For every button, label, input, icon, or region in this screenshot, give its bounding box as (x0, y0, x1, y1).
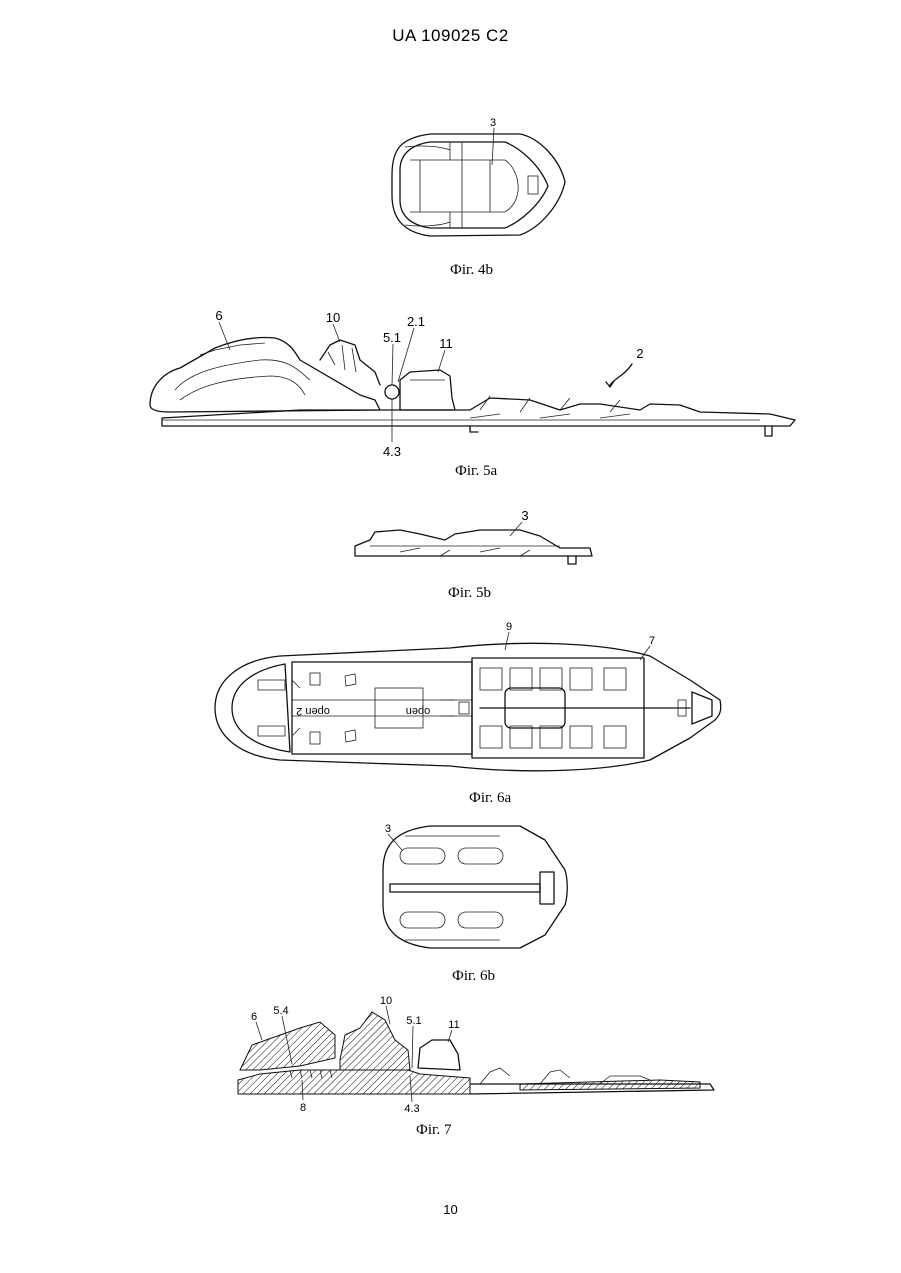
fig7-label-5-1: 5.1 (406, 1015, 421, 1027)
figure-4b-drawing (392, 128, 565, 236)
fig6b-caption: Фіг. 6b (452, 968, 495, 985)
figure-5b-drawing (355, 522, 592, 564)
fig5a-label-6: 6 (215, 308, 222, 323)
fig5a-label-11: 11 (439, 336, 453, 351)
fig5a-label-10: 10 (326, 310, 340, 325)
fig5a-label-2-1: 2.1 (407, 314, 425, 329)
fig6a-inscription-open-2: open 2 (296, 705, 330, 717)
fig5a-label-2: 2 (636, 346, 643, 361)
fig7-label-5-4: 5.4 (273, 1005, 288, 1017)
fig6a-caption: Фіг. 6a (469, 790, 511, 807)
fig6a-inscription-open: open (406, 705, 430, 717)
figure-6b-drawing (383, 826, 567, 948)
fig5a-label-4-3: 4.3 (383, 444, 401, 459)
figure-6a-drawing: open 2 open (215, 632, 721, 771)
figure-5a-drawing (150, 322, 795, 442)
fig7-label-8: 8 (300, 1102, 306, 1114)
fig7-label-4-3: 4.3 (404, 1103, 419, 1115)
page-number: 10 (0, 1202, 901, 1217)
fig6a-label-7: 7 (649, 635, 655, 647)
fig4b-label-3: 3 (490, 117, 496, 129)
fig6a-label-9: 9 (506, 621, 512, 633)
fig5b-label-3: 3 (521, 508, 528, 523)
figure-7-drawing (238, 1006, 714, 1102)
fig7-label-10: 10 (380, 995, 392, 1007)
fig7-label-11: 11 (448, 1019, 459, 1031)
fig7-caption: Фіг. 7 (416, 1122, 451, 1139)
fig5a-label-5-1: 5.1 (383, 330, 401, 345)
fig6b-label-3: 3 (385, 823, 391, 835)
fig7-label-6: 6 (251, 1011, 257, 1023)
fig5a-caption: Фіг. 5a (455, 463, 497, 480)
fig4b-caption: Фіг. 4b (450, 262, 493, 279)
fig5b-caption: Фіг. 5b (448, 585, 491, 602)
